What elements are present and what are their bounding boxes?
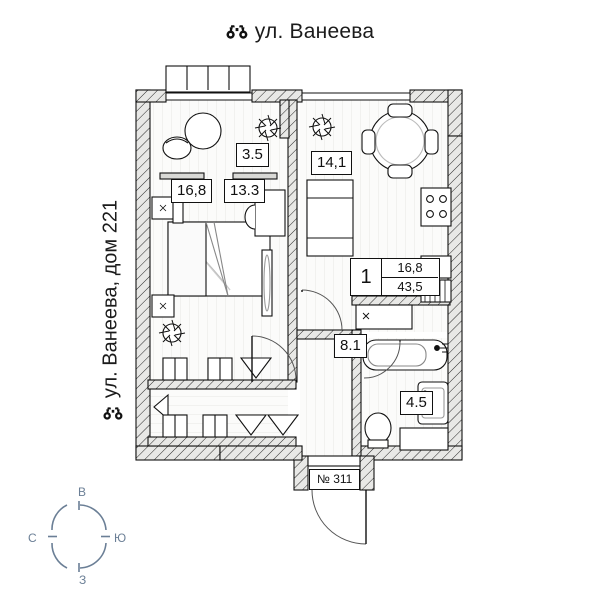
flat-number-plate: № 311 bbox=[309, 469, 361, 490]
apartment-summary-badge: 1 16,8 43,5 bbox=[350, 258, 440, 296]
bathroom-fixtures bbox=[362, 339, 449, 451]
compass-east: Ю bbox=[114, 531, 127, 545]
top-balcony bbox=[165, 65, 251, 93]
living-room-furniture bbox=[151, 112, 286, 347]
binoculars-icon bbox=[226, 22, 248, 46]
plant-icon bbox=[158, 319, 186, 347]
compass-rose: В С Ю З bbox=[22, 485, 137, 590]
plant-icon bbox=[254, 114, 282, 142]
balcony-outer-slab bbox=[219, 445, 303, 461]
total-area-value: 43,5 bbox=[397, 278, 423, 294]
living-area-value: 16,8 bbox=[382, 259, 438, 278]
street-title-top: ул. Ванеева bbox=[0, 20, 600, 46]
room-count: 1 bbox=[351, 259, 382, 295]
area-label-room: 13.3 bbox=[224, 179, 266, 203]
doors bbox=[251, 289, 343, 382]
area-label-balcony: 3.5 bbox=[236, 143, 269, 167]
compass-north: В bbox=[78, 485, 87, 499]
entry-vestibule bbox=[293, 455, 375, 545]
bottom-balcony-furniture bbox=[153, 357, 300, 438]
interior-walls bbox=[147, 99, 451, 457]
area-label-kitchen: 14,1 bbox=[311, 151, 353, 175]
street-title-left: ул. Ванеева, дом 221 bbox=[100, 183, 125, 443]
binoculars-icon bbox=[103, 404, 123, 427]
compass-south: З bbox=[79, 573, 87, 587]
area-label-living-room: 16,8 bbox=[171, 179, 213, 203]
area-label-bathroom: 4.5 bbox=[400, 391, 433, 415]
street-title-text: ул. Ванеева bbox=[254, 20, 375, 43]
windows bbox=[165, 92, 411, 101]
area-label-hallway: 8.1 bbox=[334, 334, 367, 358]
kitchen-furniture bbox=[306, 103, 452, 330]
compass-west: С bbox=[28, 531, 37, 545]
plant-icon bbox=[308, 113, 336, 141]
